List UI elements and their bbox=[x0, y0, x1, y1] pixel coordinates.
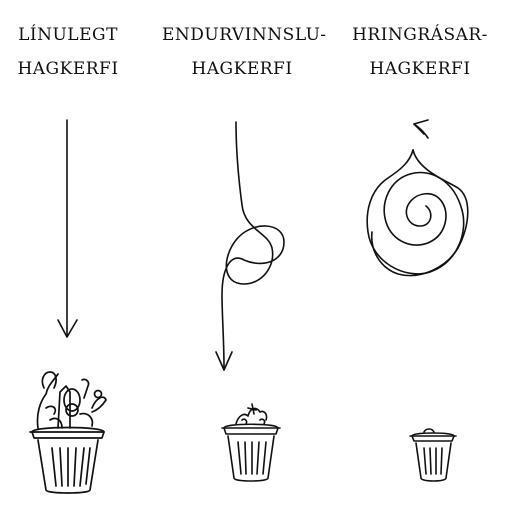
straight-arrow bbox=[58, 120, 77, 337]
looped-arrow bbox=[216, 122, 284, 370]
spiral-arrow bbox=[367, 120, 468, 276]
small-trash-bin-icon bbox=[410, 429, 456, 481]
half-full-trash-bin-icon bbox=[222, 404, 280, 481]
overflowing-trash-bin-icon bbox=[30, 372, 106, 493]
